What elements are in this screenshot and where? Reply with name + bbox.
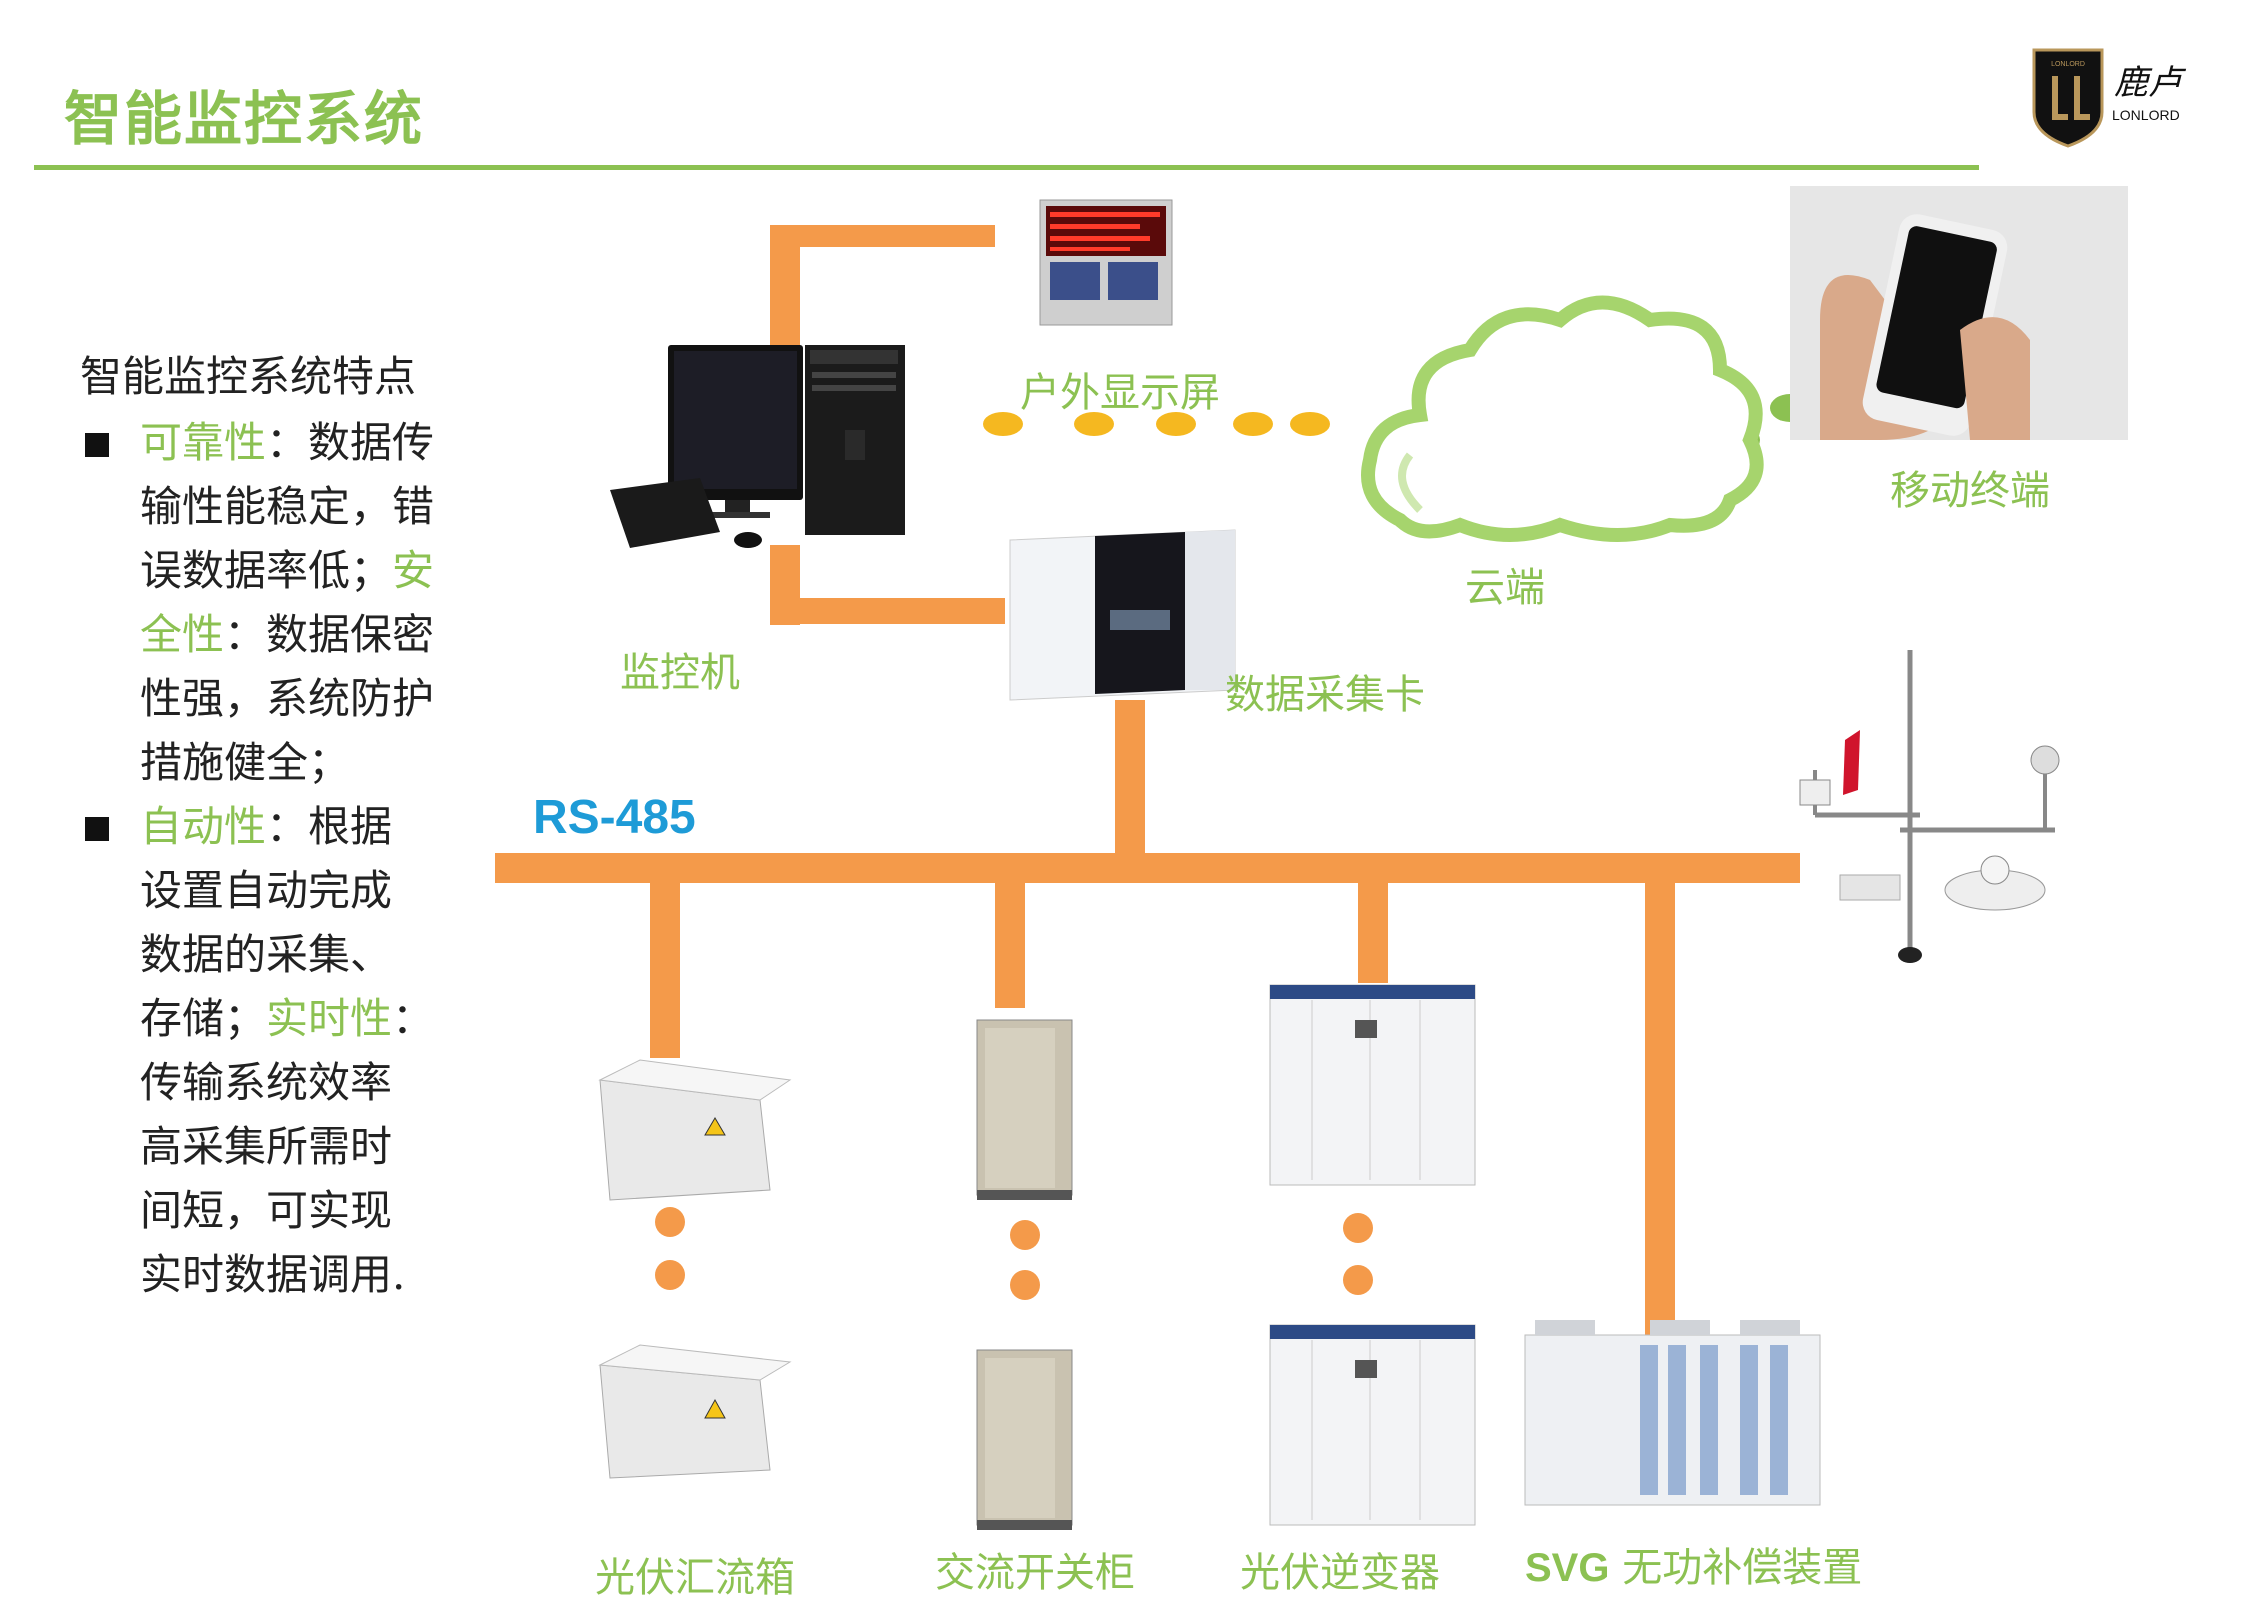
- feature-text: 输性能稳定，错: [140, 482, 435, 531]
- logo-brand-text: LONLORD: [2112, 107, 2180, 123]
- svg-device-icon: [1524, 1320, 1821, 1506]
- feature-line: 全性：数据保密: [140, 603, 480, 667]
- feature-line: 高采集所需时: [140, 1115, 480, 1179]
- feature-line: 自动性：根据: [140, 795, 480, 859]
- feature-keyword: 自动性: [140, 802, 267, 851]
- svg-device-label: SVG 无功补偿装置: [1525, 1535, 1862, 1593]
- feature-line: 传输系统效率: [140, 1051, 480, 1115]
- card-bus-link: [1115, 700, 1145, 870]
- feature-text: 间短，可实现: [140, 1186, 393, 1235]
- feature-text: 数据的采集、: [140, 930, 393, 979]
- logo-chinese-text: 鹿卢: [2114, 63, 2187, 103]
- inverter-label: 光伏逆变器: [1240, 1550, 1440, 1596]
- weather-station-icon: [1799, 650, 2060, 963]
- feature-keyword: 可靠性: [140, 418, 267, 467]
- svg-device-label-rest: 无功补偿装置: [1609, 1545, 1863, 1591]
- feature-text: 误数据率低；: [140, 546, 393, 595]
- wireless-dots: [983, 412, 1330, 436]
- features-panel: 智能监控系统特点 可靠性：数据传输性能稳定，错误数据率低；安全性：数据保密性强，…: [80, 345, 480, 1307]
- feature-text: ：数据传: [266, 418, 435, 467]
- feature-text: 措施健全；: [140, 738, 351, 787]
- features-heading: 智能监控系统特点: [80, 352, 417, 401]
- feature-text: 设置自动完成: [140, 866, 393, 915]
- inverter-icon: [1269, 984, 1476, 1186]
- square-bullet-icon: [85, 433, 109, 457]
- page-title: 智能监控系统: [64, 85, 425, 153]
- switch-cabinet-icon: [976, 1019, 1073, 1200]
- svg-device-label-prefix: SVG: [1525, 1546, 1610, 1590]
- inverter-drop: [1358, 883, 1388, 983]
- switch-cabinet-icon: [976, 1349, 1073, 1530]
- combiner-box-icon: [598, 1059, 792, 1201]
- data-card-label: 数据采集卡: [1225, 672, 1425, 718]
- computer-icon: [610, 345, 905, 548]
- feature-line: 输性能稳定，错: [140, 475, 480, 539]
- feature-text: 性强，系统防护: [140, 674, 435, 723]
- feature-keyword: 全性: [140, 610, 225, 659]
- mobile-terminal-label: 移动终端: [1890, 468, 2050, 514]
- feature-line: 间短，可实现: [140, 1179, 480, 1243]
- cabinet-drop: [995, 883, 1025, 1008]
- feature-text: 传输系统效率: [140, 1058, 393, 1107]
- cloud-label: 云端: [1465, 565, 1545, 611]
- ac-cabinet-label: 交流开关柜: [935, 1550, 1135, 1596]
- feature-line: 误数据率低；安: [140, 539, 480, 603]
- title-divider: [34, 165, 1979, 170]
- feature-line: 存储；实时性：: [140, 987, 480, 1051]
- inverter-icon: [1269, 1324, 1476, 1526]
- feature-line: 实时数据调用.: [140, 1243, 480, 1307]
- feature-text: ：: [392, 994, 435, 1043]
- device-chain-dots: [655, 1207, 1373, 1300]
- feature-line: 可靠性：数据传: [140, 411, 480, 475]
- led-display-icon: [1039, 199, 1173, 326]
- feature-line: 性强，系统防护: [140, 667, 480, 731]
- feature-keyword: 安: [392, 546, 435, 595]
- feature-text: ：数据保密: [224, 610, 435, 659]
- combiner-drop: [650, 883, 680, 1058]
- feature-line: 数据的采集、: [140, 923, 480, 987]
- pc-display-link-horizontal: [770, 225, 995, 247]
- feature-line: 设置自动完成: [140, 859, 480, 923]
- pc-card-link-horizontal: [770, 598, 1005, 624]
- svg-drop: [1645, 853, 1675, 1343]
- rs485-label: RS-485: [533, 791, 696, 844]
- feature-text: ：根据: [266, 802, 393, 851]
- monitor-pc-label: 监控机: [620, 650, 740, 696]
- smartphone-icon: [1790, 186, 2128, 440]
- feature-text: 存储；: [140, 994, 267, 1043]
- feature-text: 高采集所需时: [140, 1122, 393, 1171]
- rs485-bus: [495, 853, 1800, 883]
- feature-line: 措施健全；: [140, 731, 480, 795]
- feature-text: 实时数据调用.: [140, 1250, 406, 1299]
- logo-badge-text: LONLORD: [2051, 61, 2085, 68]
- data-card-icon: [1009, 529, 1236, 701]
- outdoor-display-label: 户外显示屏: [1020, 370, 1220, 416]
- connection-lines: [495, 225, 1800, 1343]
- feature-keyword: 实时性: [266, 994, 393, 1043]
- feature-item: 可靠性：数据传输性能稳定，错误数据率低；安全性：数据保密性强，系统防护措施健全；: [80, 411, 480, 795]
- combiner-box-label: 光伏汇流箱: [595, 1555, 795, 1601]
- combiner-box-icon: [598, 1344, 792, 1479]
- cloud-icon: [1361, 295, 1764, 542]
- feature-item: 自动性：根据设置自动完成数据的采集、存储；实时性：传输系统效率高采集所需时间短，…: [80, 795, 480, 1307]
- square-bullet-icon: [85, 817, 109, 841]
- brand-logo: LONLORD 鹿卢 LONLORD: [2030, 42, 2220, 152]
